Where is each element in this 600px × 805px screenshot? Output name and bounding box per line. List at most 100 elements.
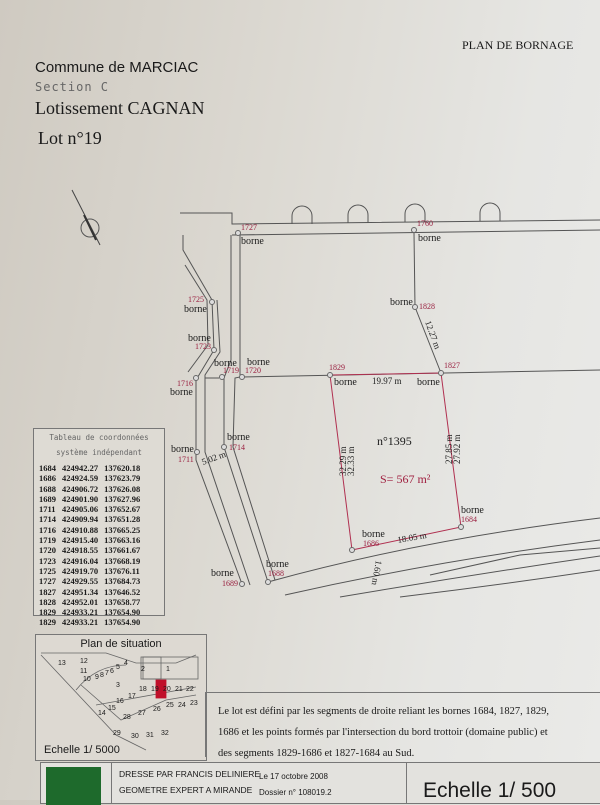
borne-label: borne (247, 357, 270, 368)
dimension-label: 18.05 m (397, 530, 428, 545)
y-coordinate: 137626.08 (104, 483, 141, 494)
situation-lot-number: 30 (131, 733, 139, 740)
situation-lot-number: 5 (116, 664, 120, 671)
borne-number: 1720 (245, 366, 261, 375)
borne-number: 1827 (444, 361, 460, 370)
x-coordinate: 424906.72 (62, 483, 99, 494)
dimension-label: 5.02 m (200, 449, 227, 467)
x-coordinate: 424951.34 (62, 586, 99, 597)
borne-label: borne (266, 559, 289, 570)
borne-label: borne (211, 568, 234, 579)
situation-lot-number: 12 (80, 658, 88, 665)
situation-lot-number: 25 (166, 702, 174, 709)
borne-id: 1684 (39, 463, 56, 473)
borne-number: 1711 (178, 455, 194, 464)
situation-lot-number: 4 (124, 660, 128, 667)
road-bottom (267, 517, 600, 598)
situation-lot-number: 21 (175, 686, 183, 693)
divider (406, 763, 407, 803)
situation-scale: Echelle 1/ 5000 (44, 744, 120, 756)
borne-label: borne (461, 505, 484, 516)
x-coordinate: 424933.21 (62, 607, 99, 618)
situation-lot-number: 7 (105, 670, 109, 677)
situation-lot-number: 11 (80, 668, 88, 675)
y-coordinate: 137654.90 (104, 607, 141, 618)
borne-id: 1725 (39, 565, 56, 576)
situation-lot-number: 22 (186, 686, 194, 693)
situation-lot-number: 10 (83, 676, 91, 683)
x-coordinate: 424952.01 (62, 596, 99, 607)
table-row: 1688 424906.72 137626.08 (39, 484, 146, 494)
y-coordinate: 137627.96 (104, 493, 141, 504)
situation-title: Plan de situation (80, 638, 162, 650)
situation-lot-number: 31 (146, 732, 154, 739)
commune-name: Commune de MARCIAC (35, 59, 199, 76)
borne-label: borne (417, 377, 440, 388)
situation-lot-number: 18 (139, 686, 147, 693)
borne-number: 1716 (177, 379, 193, 388)
y-coordinate: 137646.52 (104, 586, 141, 597)
x-coordinate: 424918.55 (62, 545, 99, 556)
borne-label: borne (390, 297, 413, 308)
situation-lot-number: 8 (100, 672, 104, 679)
borne-label: borne (362, 529, 385, 540)
table-subtitle: système indépendant (56, 448, 142, 457)
y-coordinate: 137652.67 (104, 504, 141, 515)
description-line: 1686 et les points formés par l'intersec… (218, 727, 548, 738)
coordinates-table: Tableau de coordonnées système indépenda… (33, 428, 165, 627)
y-coordinate: 137663.16 (104, 535, 141, 546)
description-line: Le lot est défini par les segments de dr… (218, 706, 549, 717)
dimension-label: 32.33 m (346, 446, 356, 476)
drawn-by: DRESSE PAR FRANCIS DELINIERE (119, 769, 261, 779)
borne-label: borne (171, 444, 194, 455)
survey-plan: 1727 1760 1725 1723 1716 1719 1720 1829 … (71, 189, 600, 598)
borne-id: 1829 (39, 617, 56, 628)
lot-description: Le lot est défini par les segments de dr… (205, 692, 600, 759)
situation-lot-number: 17 (128, 693, 136, 700)
x-coordinate: 424933.21 (62, 617, 99, 628)
situation-lot-number: 27 (138, 710, 146, 717)
borne-label: borne (241, 236, 264, 247)
situation-lot-number: 1 (166, 666, 170, 673)
borne-number: 1684 (461, 515, 477, 524)
dossier-number: Dossier n° 108019.2 (259, 788, 332, 797)
borne-id: 1716 (39, 524, 56, 535)
y-coordinate: 137676.11 (104, 565, 140, 576)
borne-number: 1725 (188, 295, 204, 304)
x-coordinate: 424901.90 (62, 493, 99, 504)
plan-scale: Echelle 1/ 500 (423, 779, 557, 802)
plan-title: PLAN DE BORNAGE (462, 38, 574, 52)
dimension-label: 27.92 m (452, 434, 462, 464)
section-label: Section C (35, 80, 110, 94)
situation-lot-number: 13 (58, 660, 66, 667)
path-lines (182, 235, 276, 586)
y-coordinate: 137651.28 (104, 514, 141, 525)
y-coordinate: 137620.18 (104, 463, 141, 473)
borne-markers (193, 227, 464, 587)
x-coordinate: 424910.88 (62, 524, 99, 535)
borne-id: 1829 (39, 607, 56, 618)
borne-number: 1727 (241, 223, 257, 232)
borne-id: 1688 (39, 483, 56, 494)
borne-number: 1828 (419, 302, 435, 311)
borne-number: 1719 (223, 366, 239, 375)
situation-lot-number: 19 (151, 686, 159, 693)
divider (111, 763, 112, 803)
x-coordinate: 424905.06 (62, 504, 99, 515)
y-coordinate: 137668.19 (104, 555, 141, 566)
y-coordinate: 137684.73 (104, 576, 141, 587)
surveyor-title: GEOMETRE EXPERT A MIRANDE (119, 785, 253, 795)
dimension-label: 19.97 m (372, 376, 402, 386)
dimension-label: 1.60 m (370, 560, 384, 586)
situation-lot-number: 23 (190, 700, 198, 707)
borne-number: 1688 (268, 569, 284, 578)
situation-lot-number: 6 (110, 668, 114, 675)
borne-id: 1719 (39, 535, 56, 546)
borne-label: borne (170, 387, 193, 398)
